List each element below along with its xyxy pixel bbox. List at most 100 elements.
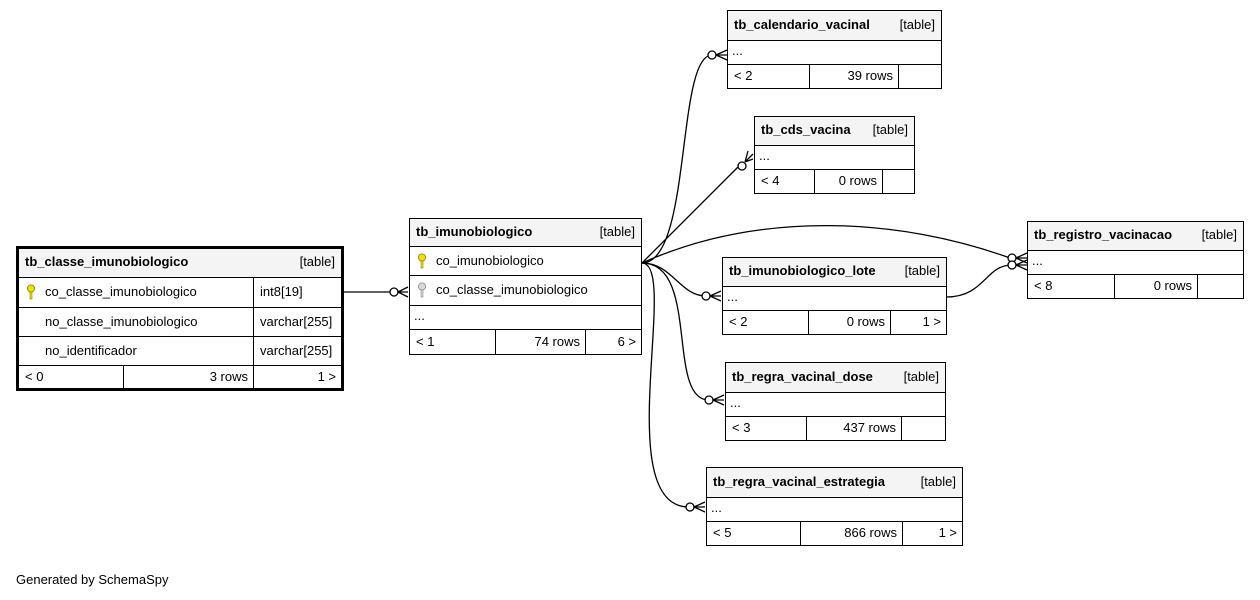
edge-imuno-registro [641,224,1011,264]
primary-key-icon [27,284,35,300]
parents-count: < 8 [1034,278,1053,293]
table-tb-cds-vacina[interactable]: tb_cds_vacina [table] ... < 4 0 rows [754,116,915,194]
columns-ellipsis: ... [755,145,914,169]
table-type: [table] [599,224,635,239]
crowfoot-icon [715,49,728,61]
columns-ellipsis: ... [1028,250,1243,274]
table-tb-regra-vacinal-dose[interactable]: tb_regra_vacinal_dose [table] ... < 3 43… [725,362,946,441]
table-type: [table] [903,369,939,384]
generated-by-label: Generated by SchemaSpy [16,572,169,587]
table-header: tb_calendario_vacinal [table] [728,11,941,40]
edge-end-circle [737,161,747,171]
column-row[interactable]: no_classe_imunobiologico varchar[255] [19,307,341,336]
table-type: [table] [1201,227,1237,242]
edge-end-circle [685,502,695,512]
crowfoot-icon [1015,252,1028,264]
parents-count: < 2 [729,314,748,329]
column-row[interactable]: co_imunobiologico [410,246,641,275]
table-header: tb_classe_imunobiologico [table] [19,249,341,277]
table-header: tb_regra_vacinal_dose [table] [726,363,945,392]
table-name: tb_imunobiologico [416,224,533,239]
row-count: 39 rows [809,65,898,88]
column-name: no_classe_imunobiologico [45,314,198,329]
row-count: 866 rows [800,522,902,545]
column-type: varchar[255] [253,337,341,365]
children-count [898,65,941,88]
ellipsis-text: ... [759,148,770,163]
children-count [882,170,914,193]
table-footer: < 4 0 rows [755,169,914,193]
table-header: tb_imunobiologico [table] [410,219,641,246]
table-footer: < 1 74 rows 6 > [410,329,641,354]
edge-lote-registro [945,264,1013,298]
table-tb-imunobiologico[interactable]: tb_imunobiologico [table] co_imunobiolog… [409,218,642,355]
parents-count: < 0 [25,369,44,384]
columns-ellipsis: ... [723,286,946,310]
row-count: 0 rows [814,170,882,193]
columns-ellipsis: ... [726,392,945,416]
parents-count: < 5 [713,525,732,540]
edge-end-circle [389,287,399,297]
columns-ellipsis: ... [410,305,641,329]
table-footer: < 3 437 rows [726,416,945,440]
parents-count: < 1 [416,334,435,349]
ellipsis-text: ... [1032,253,1043,268]
table-tb-classe-imunobiologico[interactable]: tb_classe_imunobiologico [table] co_clas… [16,246,344,391]
table-type: [table] [904,263,940,278]
column-row[interactable]: co_classe_imunobiologico [410,275,641,305]
table-footer: < 0 3 rows 1 > [19,365,341,388]
row-count: 0 rows [1114,275,1197,298]
table-header: tb_imunobiologico_lote [table] [723,258,946,286]
parents-count: < 4 [761,173,780,188]
ellipsis-text: ... [414,308,425,323]
ellipsis-text: ... [732,43,743,58]
table-type: [table] [899,17,935,32]
edge-imuno-calendario [641,54,713,264]
edge-end-circle [1007,260,1017,270]
column-type: varchar[255] [253,308,341,336]
crowfoot-icon [1015,259,1028,271]
table-name: tb_regra_vacinal_estrategia [713,474,885,489]
table-name: tb_imunobiologico_lote [729,263,876,278]
children-count: 1 > [253,366,341,388]
table-tb-regra-vacinal-estrategia[interactable]: tb_regra_vacinal_estrategia [table] ... … [706,467,963,546]
row-count: 74 rows [495,330,585,354]
crowfoot-icon [397,286,409,298]
edge-end-circle [701,291,711,301]
crowfoot-icon [709,290,722,302]
column-type: int8[19] [253,278,341,307]
columns-ellipsis: ... [728,40,941,64]
column-name: co_classe_imunobiologico [45,284,197,299]
children-count [1197,275,1243,298]
table-footer: < 2 0 rows 1 > [723,310,946,334]
column-row[interactable]: no_identificador varchar[255] [19,336,341,365]
primary-key-icon [418,253,426,269]
edge-end-circle [707,50,717,60]
table-name: tb_regra_vacinal_dose [732,369,873,384]
table-name: tb_classe_imunobiologico [25,254,189,269]
table-footer: < 2 39 rows [728,64,941,88]
table-tb-calendario-vacinal[interactable]: tb_calendario_vacinal [table] ... < 2 39… [727,10,942,89]
table-tb-registro-vacinacao[interactable]: tb_registro_vacinacao [table] ... < 8 0 … [1027,221,1244,299]
column-name: co_classe_imunobiologico [436,282,588,297]
ellipsis-text: ... [727,289,738,304]
row-count: 3 rows [123,366,253,388]
foreign-key-icon [418,282,426,298]
edge-imuno-dose [641,262,710,401]
table-header: tb_cds_vacina [table] [755,117,914,145]
table-name: tb_registro_vacinacao [1034,227,1173,242]
table-name: tb_calendario_vacinal [734,17,870,32]
columns-ellipsis: ... [707,497,962,521]
table-type: [table] [872,122,908,137]
row-count: 437 rows [806,417,901,440]
edge-imuno-estrategia [641,262,690,508]
edge-imuno-cds [641,166,739,264]
crowfoot-icon [712,394,725,406]
parents-count: < 2 [734,68,753,83]
table-type: [table] [299,254,335,269]
crowfoot-icon [693,501,706,513]
table-tb-imunobiologico-lote[interactable]: tb_imunobiologico_lote [table] ... < 2 0… [722,257,947,335]
crowfoot-icon [744,150,754,163]
column-row[interactable]: co_classe_imunobiologico int8[19] [19,277,341,307]
children-count: 1 > [890,311,946,334]
